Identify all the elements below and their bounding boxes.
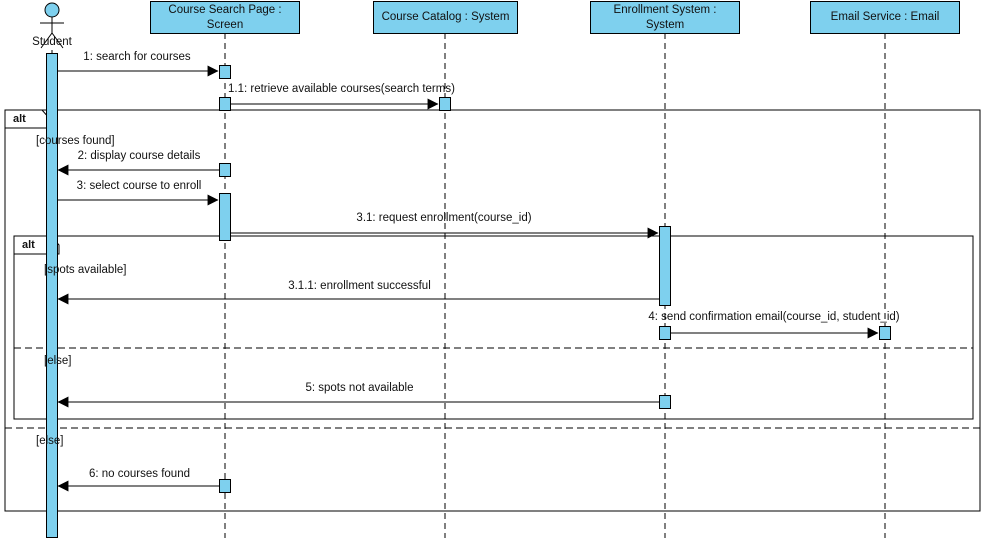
activation-search-4 xyxy=(219,193,231,241)
actor-label-student: Student xyxy=(32,36,72,48)
lifeline-header-search-line2: Screen xyxy=(206,18,244,31)
fragment-operator-outer-alt: alt xyxy=(13,113,26,125)
message-label-6: 6: no courses found xyxy=(88,468,190,480)
activation-email-1 xyxy=(879,326,891,340)
activation-enrollment-1 xyxy=(659,226,671,306)
message-arrows xyxy=(56,65,879,492)
message-label-3: 3: select course to enroll xyxy=(76,180,202,192)
activation-search-1 xyxy=(219,65,231,79)
lifeline-header-enrollment[interactable]: Enrollment System : System xyxy=(590,1,740,34)
fragment-inner-alt xyxy=(13,235,974,420)
message-label-3-1-1: 3.1.1: enrollment successful xyxy=(288,280,431,292)
message-label-4: 4: send confirmation email(course_id, st… xyxy=(648,311,900,323)
lifeline-header-catalog[interactable]: Course Catalog : System xyxy=(373,1,518,34)
message-label-1: 1: search for courses xyxy=(83,51,191,63)
message-label-5: 5: spots not available xyxy=(305,382,414,394)
activation-search-5 xyxy=(219,479,231,493)
message-label-3-1: 3.1: request enrollment(course_id) xyxy=(356,212,532,224)
lifeline-header-catalog-line1: Course Catalog : System xyxy=(381,11,510,23)
activation-enrollment-2 xyxy=(659,326,671,340)
guard-spots-available: [spots available] xyxy=(44,264,127,276)
lifeline-header-search[interactable]: Course Search Page : Screen xyxy=(150,1,300,34)
actor-stick-figure-icon xyxy=(40,2,64,49)
guard-outer-else: [else] xyxy=(36,435,64,447)
guard-courses-found: [courses found] xyxy=(36,135,115,147)
lifeline-header-email-line1: Email Service : Email xyxy=(830,11,940,23)
lifeline-header-search-line1: Course Search Page : xyxy=(168,3,282,16)
activation-search-3 xyxy=(219,163,231,177)
activation-catalog-1 xyxy=(439,97,451,111)
guard-inner-else: [else] xyxy=(44,355,72,367)
activation-search-2 xyxy=(219,97,231,111)
message-label-2: 2: display course details xyxy=(77,150,201,162)
message-label-1-1: 1.1: retrieve available courses(search t… xyxy=(228,83,455,95)
lifeline-header-email[interactable]: Email Service : Email xyxy=(810,1,960,34)
activation-student xyxy=(46,53,58,538)
activation-enrollment-3 xyxy=(659,395,671,409)
lifeline-header-enrollment-line1: Enrollment System : System xyxy=(613,3,717,31)
fragment-operator-inner-alt: alt xyxy=(22,239,35,251)
